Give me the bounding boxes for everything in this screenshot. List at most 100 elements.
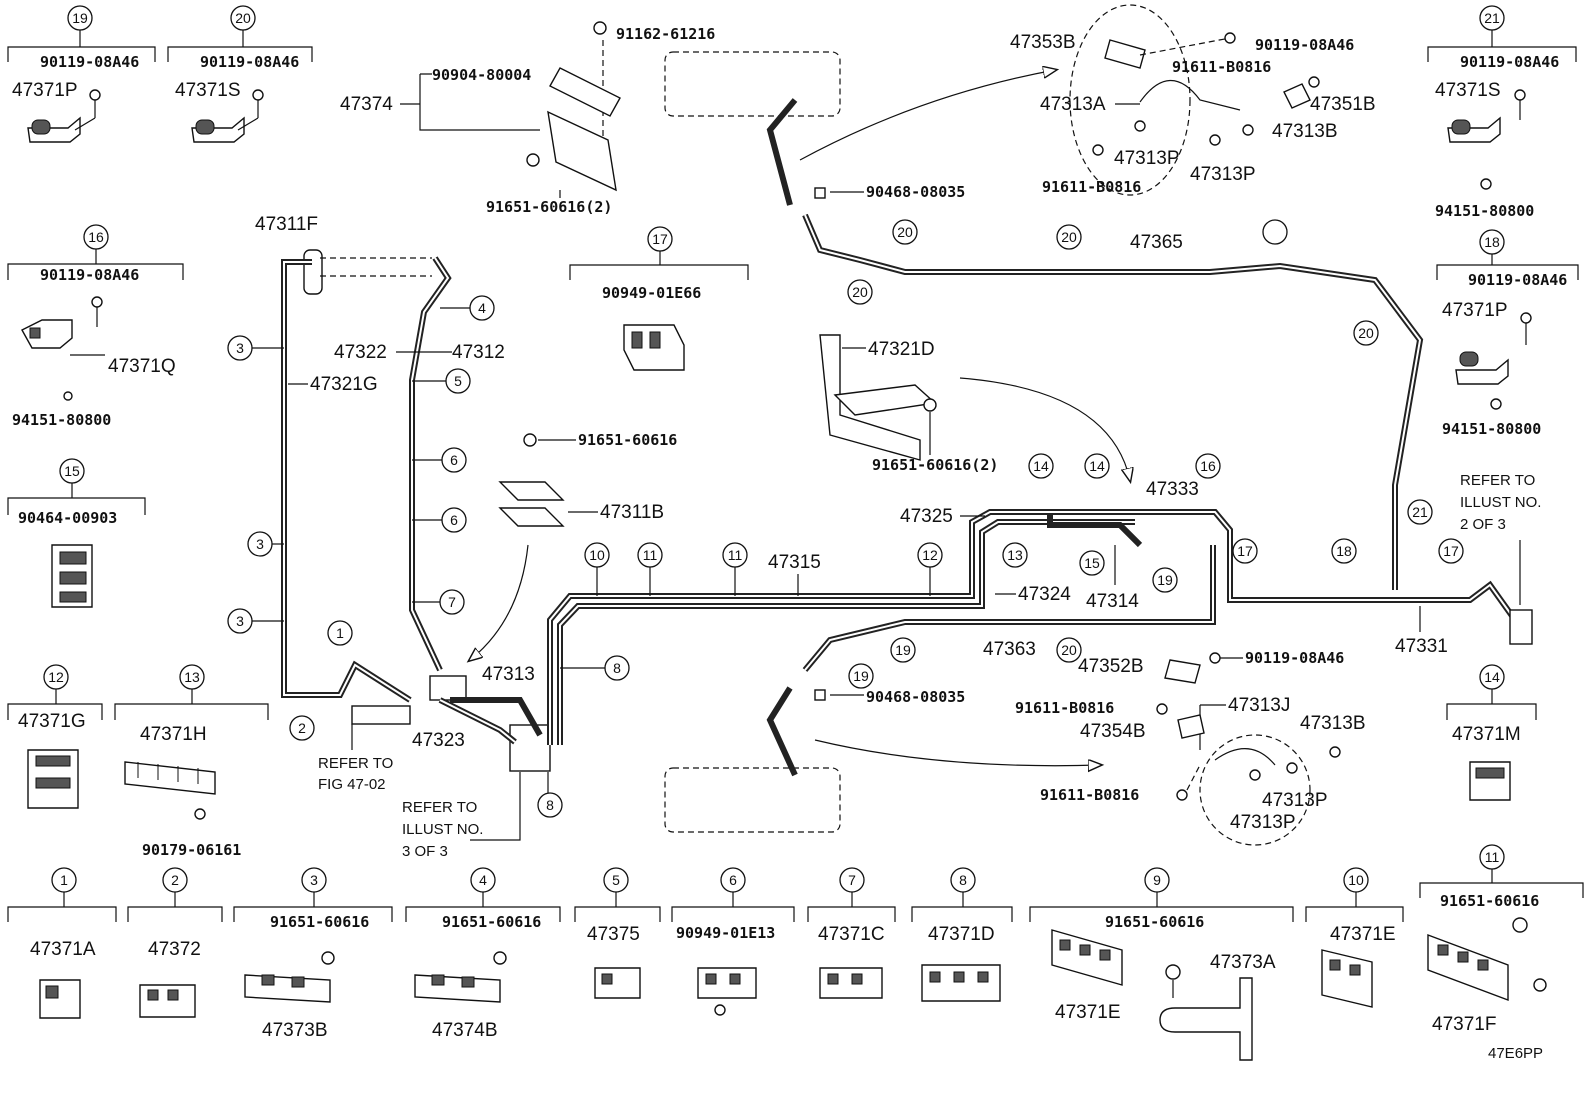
label-47313B: 47313B [1272,121,1338,142]
detail-47321D: 47321D 91651-60616(2) [819,334,1130,480]
callout-14-num: 14 [1484,669,1500,685]
callout-20-num: 20 [235,10,251,26]
callout-b9-num: 9 [1153,872,1161,888]
group-14-right: 14 47371M [1446,664,1537,801]
label-47322: 47322 [334,342,387,363]
note-fig-47-02: FIG 47-02 [318,776,386,793]
label-90119-08A46-16: 90119-08A46 [40,266,139,284]
label-91651-60616-4: 91651-60616 [442,913,541,931]
label-47363: 47363 [983,639,1036,660]
label-47371D: 47371D [928,924,995,945]
callout-20b [847,279,873,305]
callout-b4-num: 4 [479,872,487,888]
callout-11a-num: 11 [728,547,743,563]
label-47311F: 47311F [255,214,318,235]
label-47373B: 47373B [262,1020,328,1041]
callout-18-num: 18 [1484,234,1500,250]
callout-12-main-num: 13 [1007,547,1023,563]
detail-bottom-right: 47352B 90119-08A46 91611-B0816 47313J 47… [1015,649,1366,846]
note-3-of-3: 3 OF 3 [402,843,448,860]
label-47323: 47323 [412,730,465,751]
callout-20d [1353,320,1379,346]
group-19-top-left: 19 90119-08A46 47371P [7,5,156,143]
label-47373A: 47373A [1210,952,1276,973]
label-47333: 47333 [1146,479,1199,500]
callout-15-main-num: 16 [1200,458,1216,474]
label-47331: 47331 [1395,636,1448,657]
callout-1-num: 1 [336,625,344,641]
label-47371A: 47371A [30,939,96,960]
callout-19a-num: 19 [895,642,911,658]
callout-b7-num: 7 [848,872,856,888]
label-91611-B0816-c: 91611-B0816 [1015,699,1114,717]
note-2-of-3: 2 OF 3 [1460,516,1506,533]
callout-18-main-num: 19 [1157,572,1173,588]
label-47371E: 47371E [1055,1002,1121,1023]
callout-17a-num: 17 [1237,543,1253,559]
label-91651-60616-2b: 91651-60616(2) [872,456,998,474]
callout-b5-num: 5 [612,872,620,888]
callout-8a-num: 8 [613,660,621,676]
callout-16-main-num: 17 [1443,543,1459,559]
group-20-top-left: 20 90119-08A46 47371S [167,5,313,143]
label-90949-01E66: 90949-01E66 [602,284,701,302]
label-47371G: 47371G [18,711,86,732]
label-47313P-b: 47313P [1190,164,1256,185]
callout-17b [1331,538,1357,564]
label-94151-80800-21: 94151-80800 [1435,202,1534,220]
callout-13-main-num: 14 [1033,458,1049,474]
label-47371M: 47371M [1452,724,1521,745]
bottom-row: 1 47371A 2 47372 3 91651-60616 47373B 4 … [7,844,1584,1062]
callout-3a-num: 3 [236,340,244,356]
label-47314: 47314 [1086,591,1139,612]
callout-6b-num: 6 [450,512,458,528]
label-90468-08035: 90468-08035 [866,183,965,201]
label-47374: 47374 [340,94,393,115]
junction-47313-47323: 47313 47323 8 REFER TO ILLUST NO. 3 OF 3 [402,664,563,860]
label-90119-08A46-tr: 90119-08A46 [1255,36,1354,54]
callout-10-num: 11 [643,547,658,563]
label-90119-08A46-18: 90119-08A46 [1468,271,1567,289]
callout-b11-num: 11 [1485,849,1500,865]
group-17-top: 17 90949-01E66 [569,226,749,371]
tube-47363: 47363 19 19 20 [802,619,1082,689]
callout-9-num: 10 [589,547,605,563]
label-47371Q: 47371Q [108,356,176,377]
callout-14a-num: 14 [1089,458,1105,474]
callout-2 [289,715,315,741]
callout-12-main [1002,542,1028,568]
callout-21-num: 21 [1484,10,1500,26]
label-47371S: 47371S [175,80,241,101]
label-47311B: 47311B [600,502,664,523]
callout-15-num: 15 [64,463,80,479]
callout-20d-num: 20 [1358,325,1374,341]
callout-14a [1084,453,1110,479]
callout-8b [537,792,563,818]
label-47313B-b: 47313B [1300,713,1366,734]
callout-15-main [1195,453,1221,479]
callout-14b [1079,550,1105,576]
callout-20c [1056,224,1082,250]
callout-3b-num: 3 [256,536,264,552]
note-refer-to-3: REFER TO [402,799,477,816]
label-47353B: 47353B [1010,32,1076,53]
callout-b6-num: 6 [729,872,737,888]
label-47313P: 47313P [1114,148,1180,169]
label-47352B: 47352B [1078,656,1144,677]
label-47371P-18: 47371P [1442,300,1508,321]
label-90119-08A46: 90119-08A46 [40,53,139,71]
label-47371F: 47371F [1432,1014,1496,1035]
label-47371S-21: 47371S [1435,80,1501,101]
label-90119-08A46-b: 90119-08A46 [200,53,299,71]
label-90904-80004: 90904-80004 [432,66,531,84]
detail-47311B: 91651-60616 47311B [470,431,677,660]
callout-2-num: 2 [298,720,306,736]
label-90949-01E13: 90949-01E13 [676,924,775,942]
callout-19b-num: 19 [853,668,869,684]
note-illust-3: ILLUST NO. [402,821,483,838]
label-47312: 47312 [452,342,505,363]
diagram-code: 47E6PP [1488,1045,1543,1062]
callout-8b-num: 8 [546,797,554,813]
callout-b2-num: 2 [171,872,179,888]
